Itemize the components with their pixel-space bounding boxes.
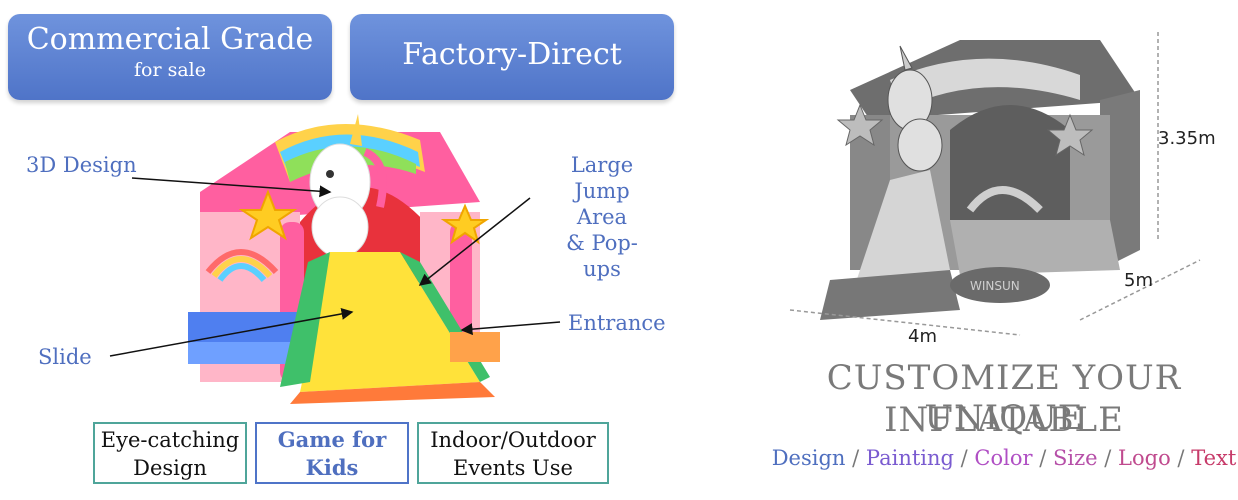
customize-headline-line1: CUSTOMIZE YOUR UNIQUE <box>826 358 1182 438</box>
feature-game-line1: Game for <box>277 427 387 452</box>
arrow-entrance <box>460 321 561 336</box>
option-text: Text <box>1191 446 1237 470</box>
option-separator: / <box>1039 446 1047 470</box>
unicorn-bouncer-illustration <box>188 114 500 404</box>
option-separator: / <box>852 446 860 470</box>
callout-arrows <box>109 177 561 357</box>
feature-eye-catching: Eye-catching Design <box>93 422 247 484</box>
dimension-height: 3.35m <box>1158 128 1216 149</box>
commercial-grade-subtitle: for sale <box>134 59 206 81</box>
feature-indoor-line2: Events Use <box>453 456 573 480</box>
callout-entrance: Entrance <box>568 311 666 335</box>
callout-jump-area: Large Jump Area & Pop-ups <box>548 152 656 282</box>
factory-direct-label: Factory-Direct <box>402 37 622 72</box>
arrow-3d-design <box>131 177 332 198</box>
option-size: Size <box>1052 446 1098 470</box>
callout-jump-line1: Large <box>570 153 634 177</box>
customization-options: Design / Painting / Color / Size / Logo … <box>760 446 1238 470</box>
feature-indoor-outdoor: Indoor/Outdoor Events Use <box>417 422 609 484</box>
feature-game-for-kids: Game for Kids <box>255 422 409 484</box>
dimension-depth: 5m <box>1124 270 1153 291</box>
option-painting: Painting <box>865 446 954 470</box>
option-separator: / <box>960 446 968 470</box>
option-design: Design <box>771 446 846 470</box>
callout-jump-line3: & Pop-ups <box>566 231 638 281</box>
option-separator: / <box>1104 446 1112 470</box>
commercial-grade-title: Commercial Grade <box>26 22 314 57</box>
feature-eye-catching-line1: Eye-catching <box>100 428 240 452</box>
feature-indoor-line1: Indoor/Outdoor <box>430 428 596 452</box>
feature-game-line2: Kids <box>305 455 359 480</box>
option-separator: / <box>1177 446 1185 470</box>
arrow-slide <box>109 307 354 357</box>
commercial-grade-badge: Commercial Grade for sale <box>8 14 332 100</box>
feature-eye-catching-line2: Design <box>133 456 207 480</box>
arrow-jump-area <box>418 197 531 286</box>
option-color: Color <box>974 446 1033 470</box>
grayscale-bouncer-illustration: WINSUN <box>789 32 1201 336</box>
option-logo: Logo <box>1118 446 1171 470</box>
callout-jump-line2: Jump Area <box>574 179 630 229</box>
dimension-width: 4m <box>908 326 937 347</box>
callout-slide: Slide <box>38 345 92 369</box>
customize-headline-line2: INFLATABLE <box>884 400 1124 440</box>
watermark-logo: WINSUN <box>970 279 1020 293</box>
callout-3d-design: 3D Design <box>26 153 137 177</box>
factory-direct-badge: Factory-Direct <box>350 14 674 100</box>
